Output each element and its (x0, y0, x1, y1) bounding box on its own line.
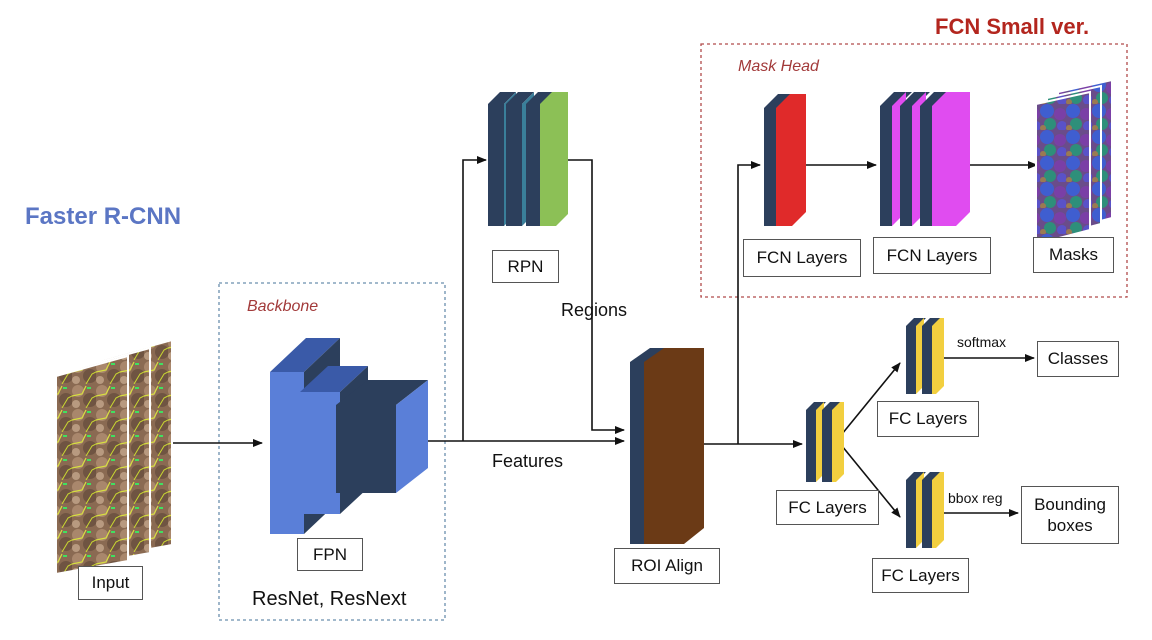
fpn-label: FPN (297, 538, 363, 571)
arrow-roi-fcn (737, 161, 761, 444)
fcn-layers-1-block (764, 94, 806, 226)
arrow-fc-cls (841, 362, 901, 435)
arrow-rpn-roi (568, 159, 625, 434)
rpn-block (488, 92, 568, 226)
resnet-label: ResNet, ResNext (252, 588, 407, 610)
input-label: Input (78, 566, 143, 600)
bbox-reg-label: bbox reg (948, 490, 1003, 506)
fc-cls-block (906, 318, 944, 394)
bounding-boxes-label: Bounding boxes (1021, 486, 1119, 544)
fc-layers-main-label: FC Layers (776, 490, 879, 525)
faster-rcnn-title: Faster R-CNN (25, 203, 182, 230)
fcn-layers-1-label: FCN Layers (743, 239, 861, 277)
roi-align-block (630, 348, 704, 544)
softmax-label: softmax (957, 334, 1007, 350)
fpn-block (270, 338, 428, 534)
masks-image-stack (1035, 78, 1113, 246)
input-image-stack (55, 338, 173, 576)
features-label: Features (492, 451, 564, 471)
masks-label: Masks (1033, 237, 1114, 273)
fcn-small-title: FCN Small ver. (935, 14, 1090, 39)
fc-bbox-block (906, 472, 944, 548)
fc-layers-cls-label: FC Layers (877, 401, 979, 437)
fcn-layers-2-label: FCN Layers (873, 237, 991, 274)
mask-head-label: Mask Head (738, 58, 819, 75)
fcn-layers-2-block (880, 92, 970, 226)
arrow-features-rpn (462, 156, 487, 441)
fc-main-block (806, 402, 844, 482)
regions-label: Regions (561, 300, 628, 320)
arrow-fc-bbox (841, 445, 901, 518)
classes-label: Classes (1037, 341, 1119, 377)
rpn-label: RPN (492, 250, 559, 283)
roi-align-label: ROI Align (614, 548, 720, 584)
backbone-label: Backbone (247, 298, 319, 315)
mask-head-region (700, 43, 1128, 298)
fc-layers-bbox-label: FC Layers (872, 558, 969, 593)
